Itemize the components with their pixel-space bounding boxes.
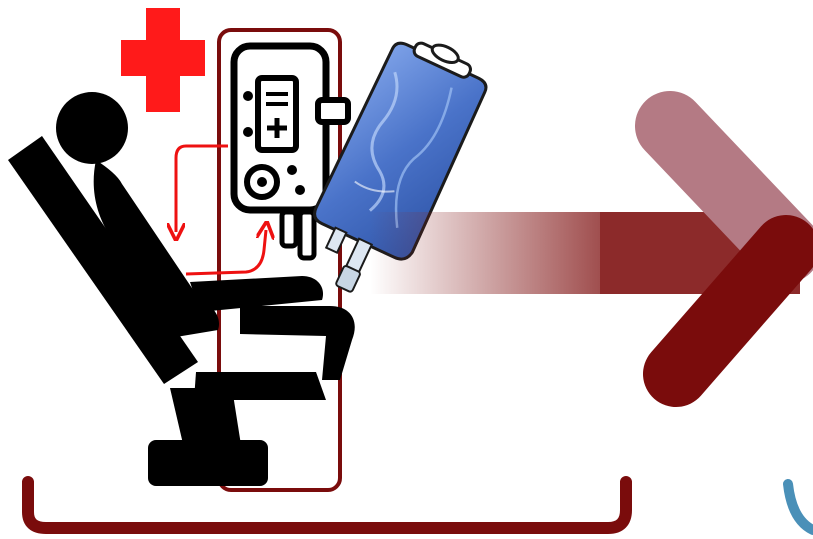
inflow-arrow xyxy=(186,230,266,274)
partial-blue-shape xyxy=(788,484,813,530)
red-cross-icon xyxy=(121,8,205,112)
